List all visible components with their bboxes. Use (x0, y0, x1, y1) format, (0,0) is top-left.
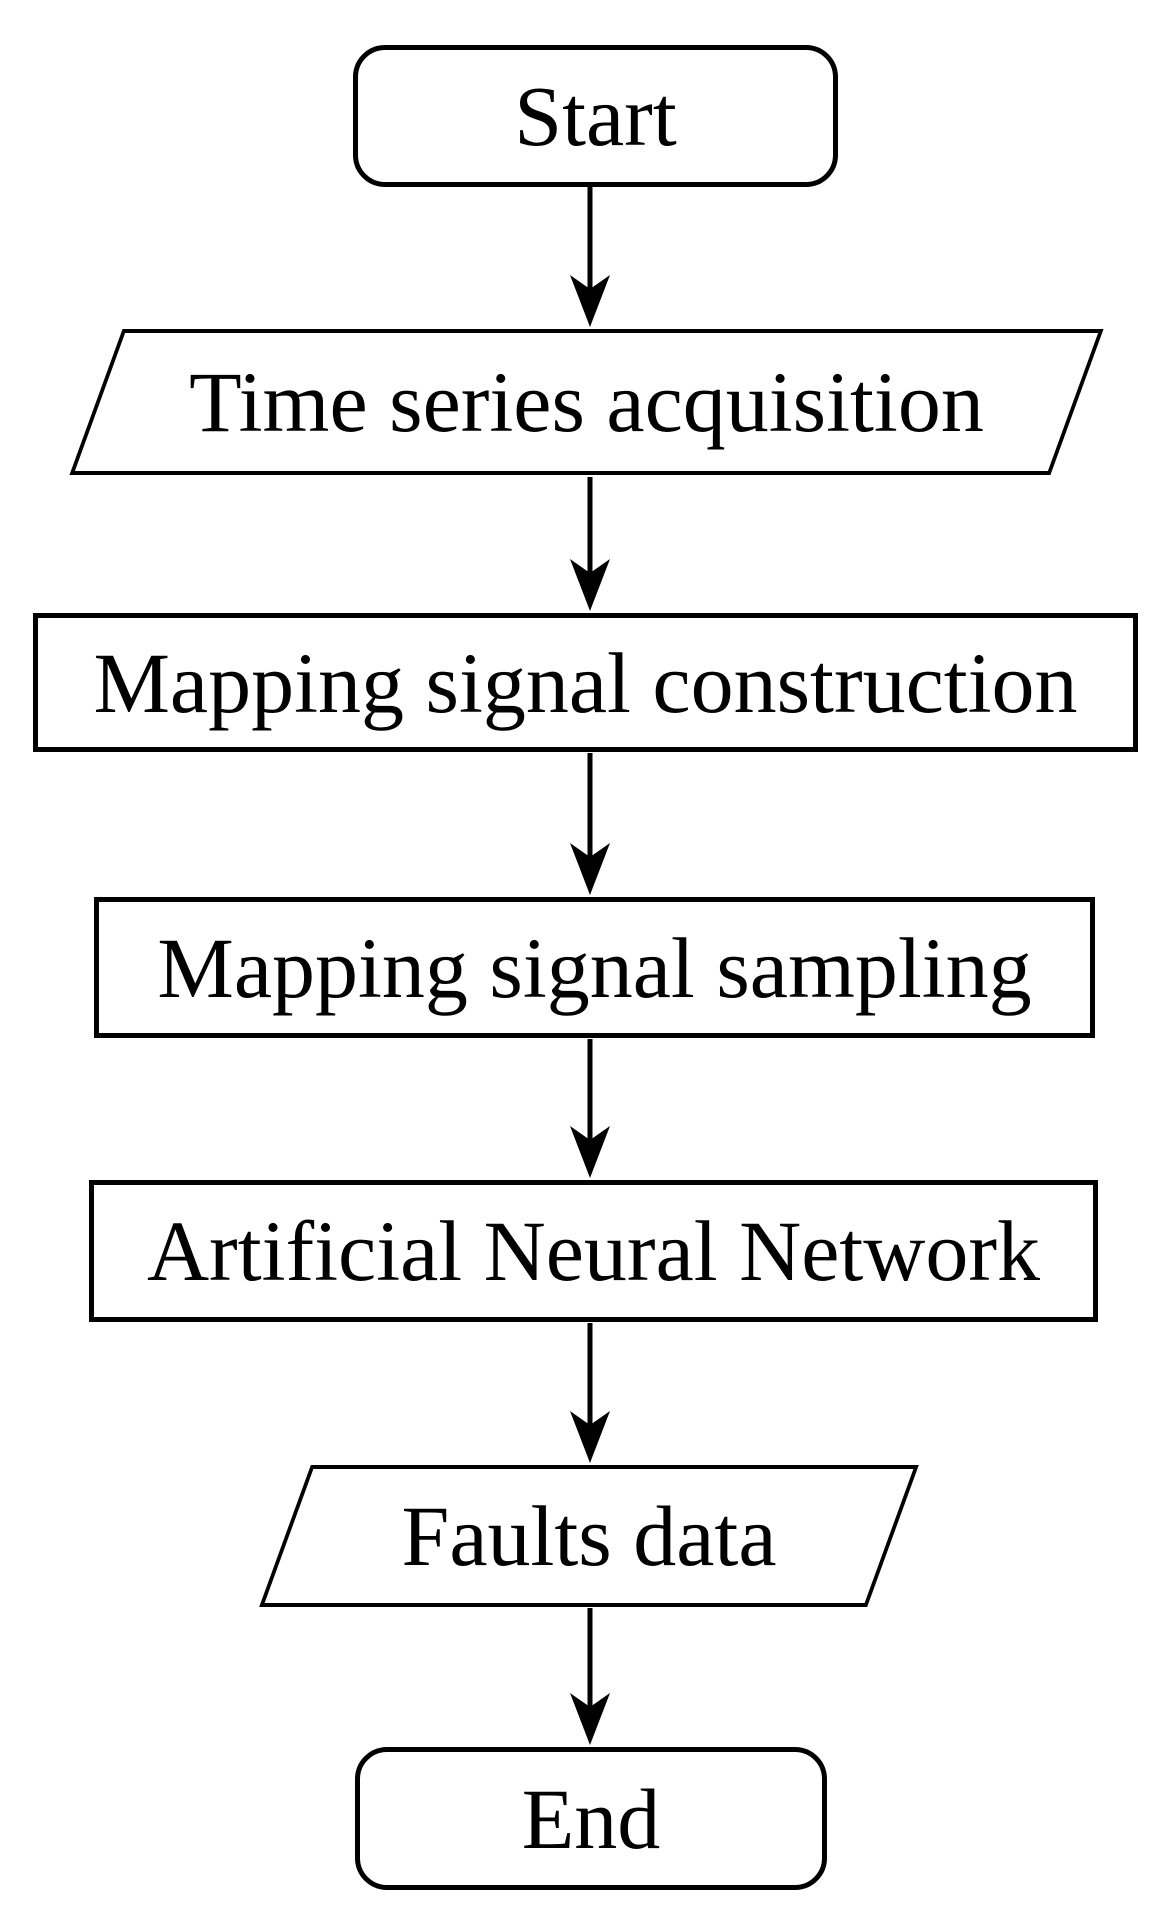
node-start-label: Start (514, 68, 677, 164)
node-artificial-neural-network-label: Artificial Neural Network (146, 1203, 1041, 1299)
node-mapping-signal-construction-label: Mapping signal construction (93, 634, 1078, 731)
arrow-sampling-to-ann (570, 1039, 610, 1178)
node-mapping-signal-sampling: Mapping signal sampling (94, 897, 1095, 1038)
arrow-start-to-acquisition (570, 187, 610, 327)
arrow-acquisition-to-construction (570, 477, 610, 611)
node-mapping-signal-construction: Mapping signal construction (33, 613, 1138, 752)
arrow-faults-to-end (570, 1608, 610, 1745)
arrow-ann-to-faults (570, 1323, 610, 1463)
node-faults-data-label: Faults data (401, 1488, 777, 1584)
arrow-construction-to-sampling (570, 753, 610, 895)
node-artificial-neural-network: Artificial Neural Network (89, 1180, 1098, 1322)
node-time-series-acquisition: Time series acquisition (69, 329, 1104, 475)
node-end: End (355, 1747, 827, 1890)
node-end-label: End (521, 1770, 661, 1867)
node-mapping-signal-sampling-label: Mapping signal sampling (157, 919, 1032, 1016)
node-time-series-acquisition-label: Time series acquisition (189, 354, 984, 450)
node-faults-data: Faults data (259, 1465, 919, 1607)
node-start: Start (353, 45, 838, 187)
